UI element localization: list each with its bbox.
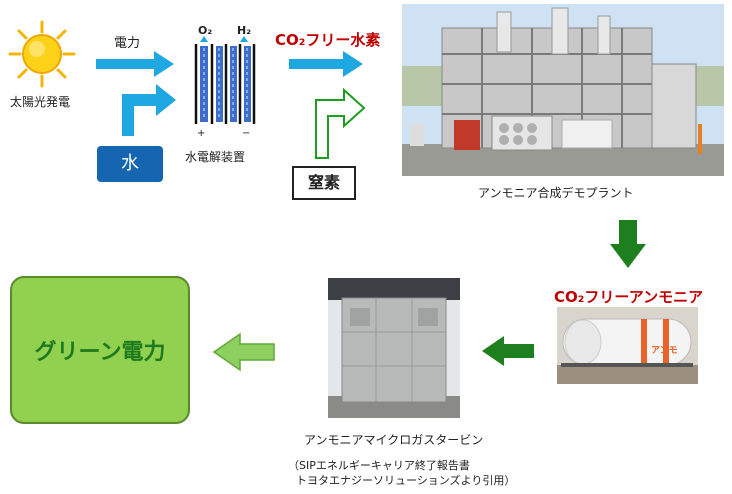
- left-arrow-dark-icon: [482, 336, 534, 366]
- down-arrow-icon: [610, 220, 646, 268]
- green-power-label: グリーン電力: [34, 340, 166, 365]
- nitrogen-arrow-icon: [315, 87, 366, 159]
- credit-line-1: （SIPエネルギーキャリア終了報告書: [288, 459, 470, 472]
- electricity-arrow-icon: [96, 51, 174, 77]
- water-arrow-icon: [122, 84, 176, 136]
- plus-label: +: [197, 128, 206, 139]
- turbine-label: アンモニアマイクロガスタービン: [304, 433, 484, 447]
- green-power-box: グリーン電力: [10, 276, 190, 424]
- nitrogen-box: 窒素: [292, 166, 356, 200]
- sun-icon: [8, 20, 76, 88]
- tank-text: アンモ: [651, 346, 678, 356]
- minus-label: −: [242, 128, 251, 139]
- water-box: 水: [97, 146, 163, 182]
- credit-line-2: トヨタエナジーソリューションズより引用）: [296, 474, 516, 487]
- electrolyzer-icon: [194, 36, 256, 124]
- left-arrow-light-icon: [212, 332, 275, 372]
- co2-free-hydrogen-label: CO₂フリー水素: [275, 31, 381, 49]
- plant-label: アンモニア合成デモプラント: [478, 186, 634, 200]
- o2-label: O₂: [198, 24, 213, 37]
- ammonia-tank-photo: アンモ: [557, 307, 698, 384]
- hydrogen-arrow-icon: [289, 51, 363, 77]
- co2-free-ammonia-label: CO₂フリーアンモニア: [554, 288, 704, 306]
- electricity-label: 電力: [114, 36, 141, 51]
- h2-label: H₂: [237, 24, 252, 37]
- solar-label: 太陽光発電: [10, 95, 71, 109]
- ammonia-plant-photo: [402, 4, 724, 176]
- electrolyzer-label: 水電解装置: [185, 150, 246, 164]
- gas-turbine-photo: [328, 278, 460, 418]
